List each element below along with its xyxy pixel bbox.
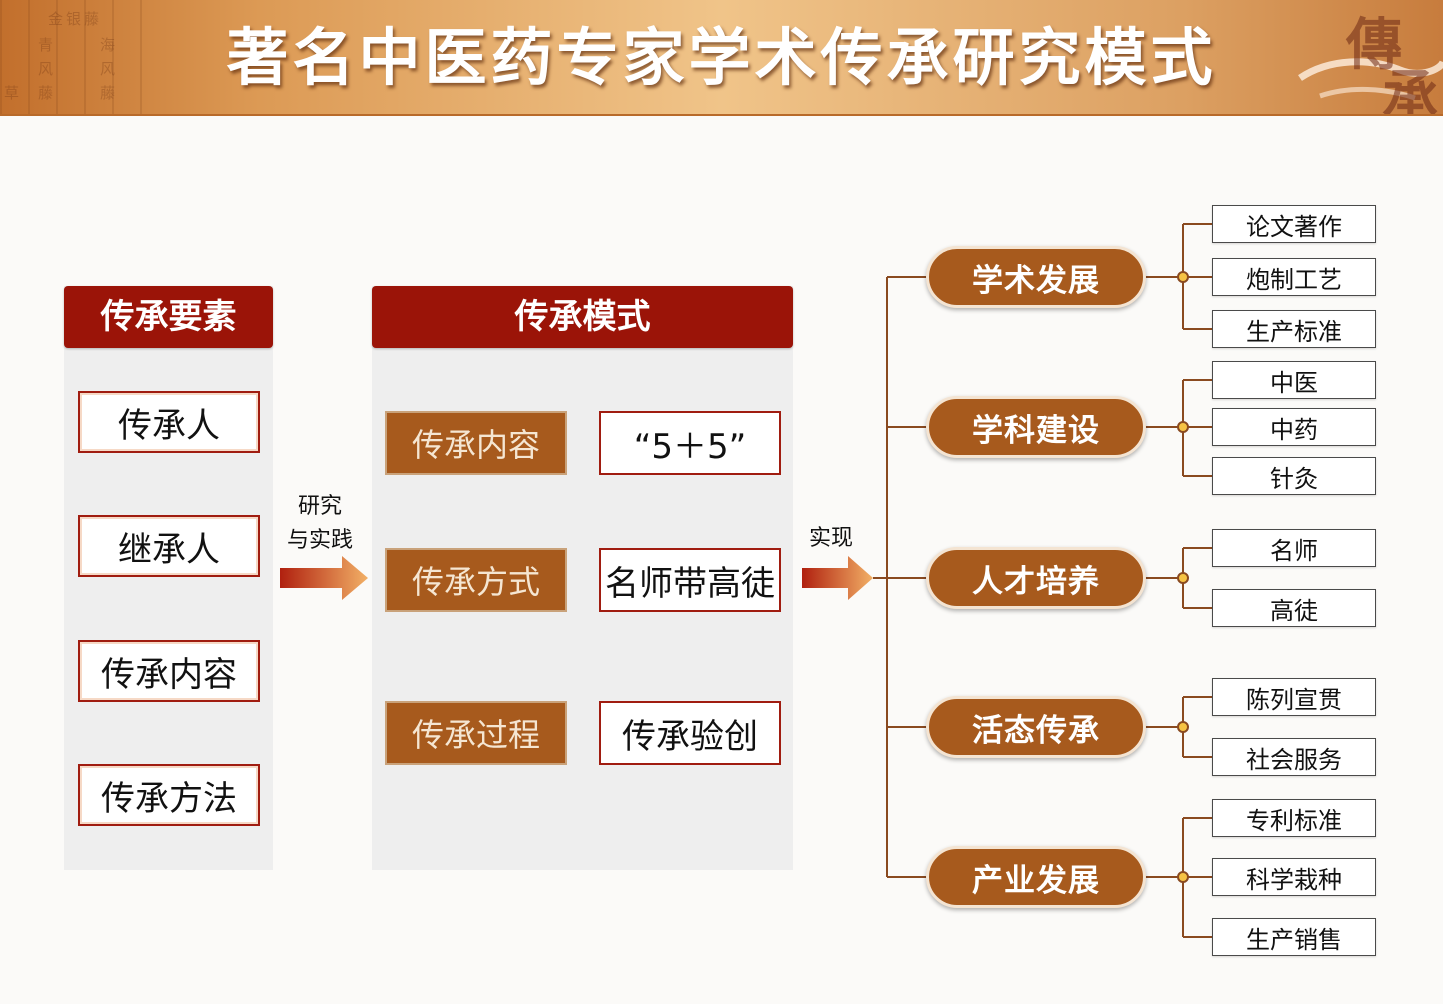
research-label-line2: 与实践 <box>286 528 353 553</box>
research-practice-label: 研究 与实践 <box>276 490 364 558</box>
leaf-box: 陈列宣贯 <box>1212 678 1376 716</box>
mode-process-value-box: 传承验创 <box>599 701 781 765</box>
seal-char-chuan: 傳 <box>1346 12 1402 78</box>
leaf-box: 社会服务 <box>1212 738 1376 776</box>
outcome-industry-pill: 产业发展 <box>926 846 1146 908</box>
leaf-box: 针灸 <box>1212 457 1376 495</box>
leaf-box: 中药 <box>1212 408 1376 446</box>
leaf-box: 中医 <box>1212 361 1376 399</box>
mode-content-value-box: “5＋5” <box>599 411 781 475</box>
big-arrow-icon <box>280 556 368 600</box>
swirl-decoration-icon <box>1298 58 1443 101</box>
mode-process-box: 传承过程 <box>385 701 567 765</box>
leaf-box: 高徒 <box>1212 589 1376 627</box>
deco-char: 风 <box>38 60 54 78</box>
mode-way-box: 传承方式 <box>385 548 567 612</box>
element-content-box: 传承内容 <box>78 640 260 702</box>
outcome-living-pill: 活态传承 <box>926 696 1146 758</box>
outcome-talent-pill: 人才培养 <box>926 547 1146 609</box>
outcome-academic-pill: 学术发展 <box>926 246 1146 308</box>
seal-char-cheng: 承 <box>1382 64 1438 116</box>
mode-way-value-box: 名师带高徒 <box>599 548 781 612</box>
outcome-discipline-pill: 学科建设 <box>926 396 1146 458</box>
element-inheritor-box: 传承人 <box>78 391 260 453</box>
deco-char: 藤 <box>100 84 116 102</box>
element-method-box: 传承方法 <box>78 764 260 826</box>
header-calligraphy-decoration: 金 银 藤 青 风 藤 海 风 藤 草 <box>0 0 150 114</box>
seal-calligraphy: 傳 承 <box>1290 0 1443 116</box>
deco-char: 青 <box>38 36 54 54</box>
deco-char: 海 <box>100 36 116 54</box>
mode-panel-heading: 传承模式 <box>372 286 793 348</box>
leaf-box: 论文著作 <box>1212 205 1376 243</box>
leaf-box: 名师 <box>1212 529 1376 567</box>
leaf-box: 科学栽种 <box>1212 858 1376 896</box>
element-successor-box: 继承人 <box>78 515 260 577</box>
realize-label: 实现 <box>808 526 853 551</box>
leaf-box: 专利标准 <box>1212 799 1376 837</box>
deco-char: 银 <box>66 10 82 28</box>
deco-char: 金 <box>48 10 64 28</box>
deco-char: 藤 <box>38 84 54 102</box>
page-title: 著名中医药专家学术传承研究模式 <box>226 21 1217 94</box>
big-arrow-icon <box>802 556 873 600</box>
header-banner: 金 银 藤 青 风 藤 海 风 藤 草 著名中医药专家学术传承研究模式 傳 承 <box>0 0 1443 116</box>
leaf-box: 生产销售 <box>1212 918 1376 956</box>
deco-char: 草 <box>4 84 20 102</box>
leaf-box: 生产标准 <box>1212 310 1376 348</box>
deco-char: 藤 <box>84 10 100 28</box>
leaf-box: 炮制工艺 <box>1212 258 1376 296</box>
deco-char: 风 <box>100 60 116 78</box>
elements-panel-heading: 传承要素 <box>64 286 273 348</box>
mode-content-box: 传承内容 <box>385 411 567 475</box>
research-label-line1: 研究 <box>297 494 342 519</box>
